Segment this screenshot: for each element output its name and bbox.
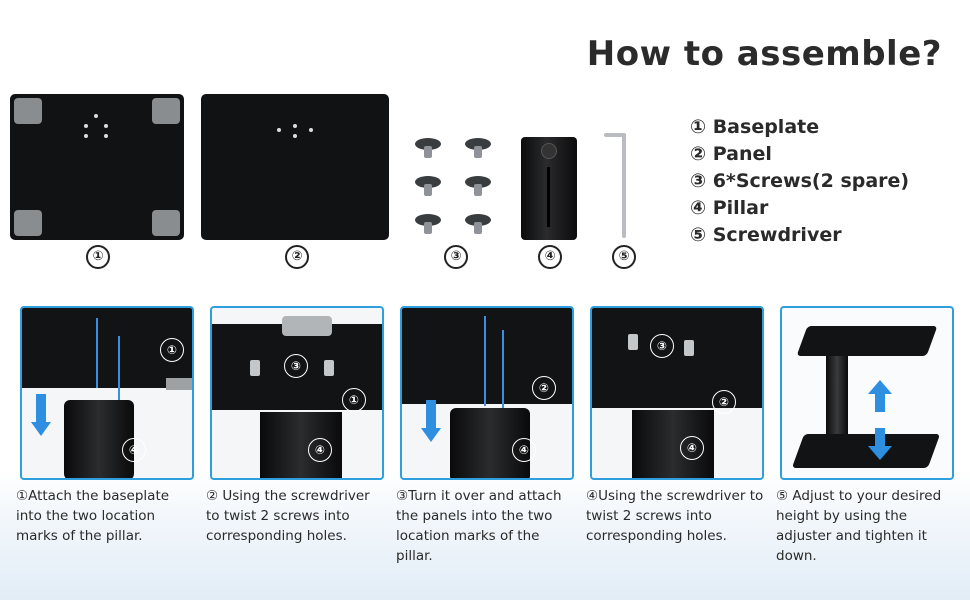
screw	[250, 360, 260, 376]
hole	[94, 114, 98, 118]
part-marker: ②	[285, 245, 309, 269]
down-arrow-icon	[426, 400, 436, 430]
hole	[309, 128, 313, 132]
down-arrow-icon	[421, 428, 441, 442]
part-marker: ⑤	[612, 245, 636, 269]
step-marker: ③	[284, 354, 308, 378]
down-arrow-icon	[31, 422, 51, 436]
knob	[541, 143, 557, 159]
rubber-pad	[152, 210, 180, 236]
screws-image	[415, 138, 491, 234]
step-marker: ④	[512, 438, 536, 462]
down-arrow-icon	[36, 394, 46, 424]
down-arrow-icon	[875, 428, 885, 446]
hole	[293, 124, 297, 128]
step-marker: ②	[712, 390, 736, 414]
hexagon-background	[0, 470, 970, 600]
blue-guide-line	[118, 336, 120, 406]
screw	[684, 340, 694, 356]
hole	[84, 134, 88, 138]
rubber-pad	[14, 210, 42, 236]
step-marker: ②	[532, 376, 556, 400]
pillar	[826, 356, 848, 446]
hole	[293, 134, 297, 138]
part-marker: ③	[444, 245, 468, 269]
legend-item-baseplate: ① Baseplate	[690, 116, 820, 138]
top-panel	[796, 326, 938, 356]
blue-guide-line	[502, 330, 504, 410]
blue-guide-line	[96, 318, 98, 388]
up-arrow-icon	[868, 380, 892, 394]
step-1-description: ①Attach the baseplate into the two locat…	[16, 488, 170, 544]
step-marker: ④	[122, 438, 146, 462]
blue-guide-line	[484, 316, 486, 406]
pillar	[64, 400, 134, 478]
rubber-pad	[166, 378, 192, 390]
base-plate	[791, 434, 941, 468]
step-marker: ①	[342, 388, 366, 412]
baseplate-image	[10, 94, 184, 240]
rubber-pad	[152, 98, 180, 124]
step-marker: ④	[308, 438, 332, 462]
step-4-description: ④Using the screwdriver to twist 2 screws…	[586, 488, 764, 544]
screwdriver-image	[604, 133, 626, 238]
page-title: How to assemble?	[586, 34, 942, 74]
step-3-description: ③Turn it over and attach the panels into…	[396, 488, 562, 564]
plate	[592, 308, 762, 408]
legend-item-panel: ② Panel	[690, 143, 772, 165]
part-marker: ④	[538, 245, 562, 269]
hole	[84, 124, 88, 128]
parts-legend: ① Baseplate ② Panel ③ 6*Screws(2 spare) …	[690, 114, 909, 249]
slot	[547, 167, 550, 227]
step-4-image: ③ ② ④	[590, 306, 764, 480]
rubber-pad	[14, 98, 42, 124]
hole	[277, 128, 281, 132]
pillar-image	[521, 137, 577, 240]
legend-item-screwdriver: ⑤ Screwdriver	[690, 224, 842, 246]
legend-item-screws: ③ 6*Screws(2 spare)	[690, 170, 910, 192]
down-arrow-icon	[868, 446, 892, 460]
step-5-description: ⑤ Adjust to your desired height by using…	[776, 488, 942, 564]
hole	[104, 124, 108, 128]
step-marker: ④	[680, 436, 704, 460]
step-2-description: ② Using the screwdriver to twist 2 screw…	[206, 488, 370, 544]
hole	[104, 134, 108, 138]
screw	[324, 360, 334, 376]
step-1-image: ① ④	[20, 306, 194, 480]
panel-image	[201, 94, 389, 240]
legend-item-pillar: ④ Pillar	[690, 197, 769, 219]
part-marker: ①	[86, 245, 110, 269]
step-5-image	[780, 306, 954, 480]
rubber-pad	[282, 316, 332, 336]
screw	[628, 334, 638, 350]
step-2-image: ③ ① ④	[210, 306, 384, 480]
step-marker: ③	[650, 334, 674, 358]
step-3-image: ② ④	[400, 306, 574, 480]
up-arrow-icon	[875, 394, 885, 412]
step-marker: ①	[160, 338, 184, 362]
